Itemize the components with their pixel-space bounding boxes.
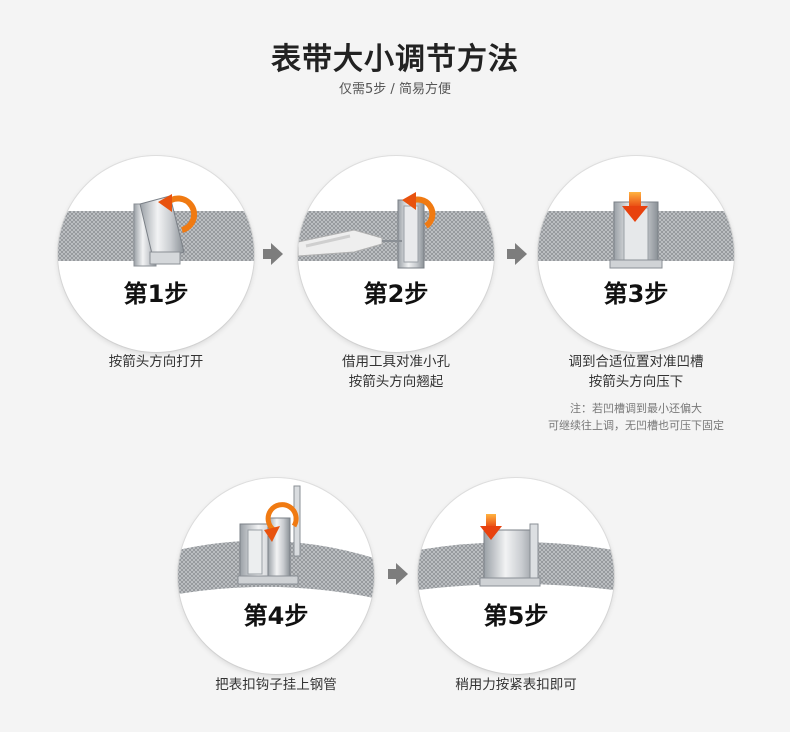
step-3-note: 注：若凹槽调到最小还偏大 可继续往上调，无凹槽也可压下固定: [506, 400, 766, 434]
curved-arrow-icon: [158, 194, 198, 233]
arrow-right-icon: [388, 563, 408, 585]
caption-line: 调到合适位置对准凹槽: [568, 354, 704, 370]
step-2-image: [298, 156, 494, 352]
step-1-caption: 按箭头方向打开: [26, 352, 286, 372]
step-1-label: 第1步: [123, 280, 189, 308]
caption-line: 稍用力按紧表扣即可: [455, 677, 577, 693]
step-3-label: 第3步: [603, 280, 669, 308]
step-1-card: 第1步: [58, 156, 254, 352]
caption-line: 按箭头方向翘起: [348, 374, 444, 390]
caption-line: 借用工具对准小孔: [342, 354, 450, 370]
step-5-card: 第5步: [418, 478, 614, 674]
note-line: 可继续往上调，无凹槽也可压下固定: [548, 419, 724, 432]
step-4-card: 第4步: [178, 478, 374, 674]
step-3-card: 第3步: [538, 156, 734, 352]
down-arrow-icon: [622, 192, 648, 222]
step-4-label: 第4步: [243, 602, 309, 630]
step-4-image: [178, 478, 374, 674]
step-5-caption: 稍用力按紧表扣即可: [386, 675, 646, 695]
curved-arrow-icon: [264, 502, 299, 542]
step-5-image: [418, 478, 614, 674]
step-2-caption: 借用工具对准小孔 按箭头方向翘起: [266, 352, 526, 392]
arrow-right-icon: [507, 243, 527, 265]
note-line: 注：若凹槽调到最小还偏大: [570, 402, 702, 415]
step-3-image: [538, 156, 734, 352]
step-2-card: 第2步: [298, 156, 494, 352]
caption-line: 按箭头方向打开: [108, 354, 204, 370]
step-2-label: 第2步: [363, 280, 429, 308]
caption-line: 按箭头方向压下: [588, 374, 684, 390]
caption-line: 把表扣钩子挂上钢管: [215, 677, 337, 693]
curved-arrow-icon: [402, 192, 436, 229]
step-3-caption: 调到合适位置对准凹槽 按箭头方向压下: [506, 352, 766, 392]
step-1-image: [58, 156, 254, 352]
step-4-caption: 把表扣钩子挂上钢管: [146, 675, 406, 695]
down-arrow-icon: [480, 514, 502, 540]
page-title: 表带大小调节方法: [271, 42, 519, 77]
arrow-right-icon: [263, 243, 283, 265]
step-5-label: 第5步: [483, 602, 549, 630]
page-subtitle: 仅需5步 / 简易方便: [339, 82, 451, 97]
